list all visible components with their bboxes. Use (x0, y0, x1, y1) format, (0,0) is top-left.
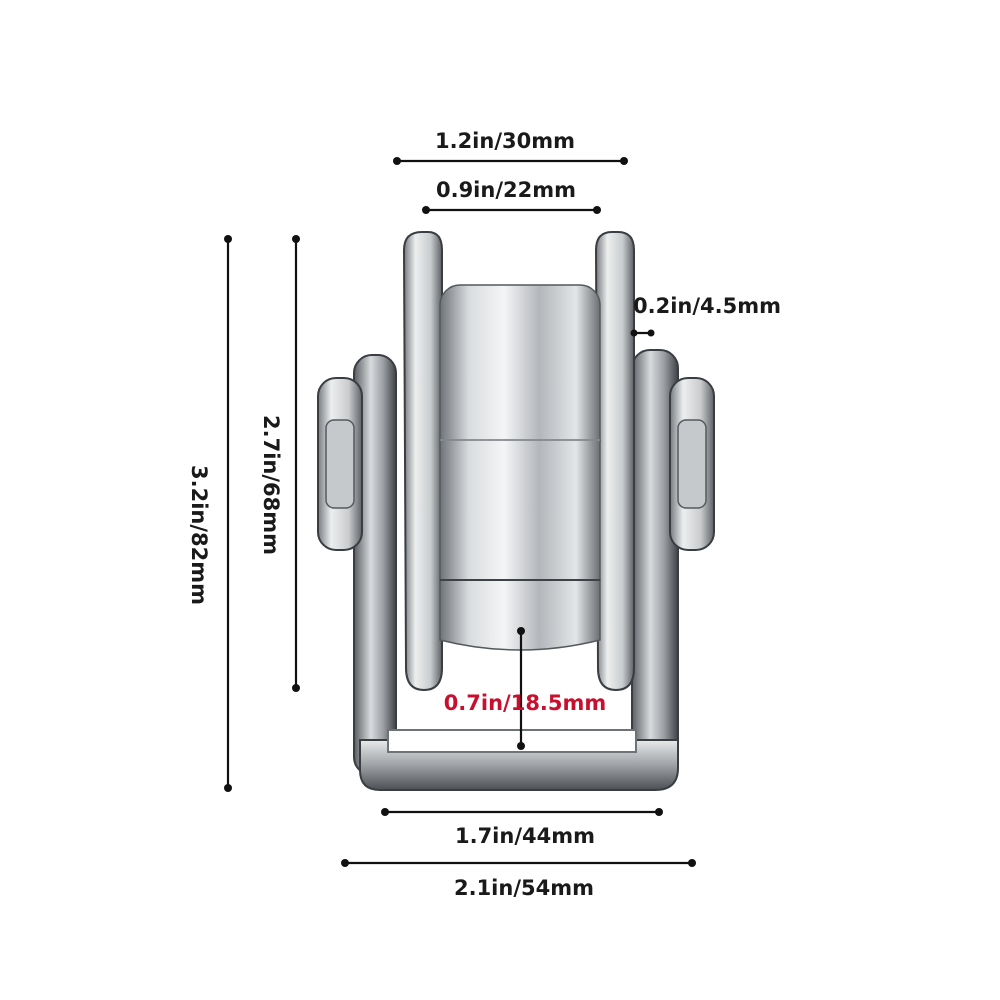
dim-wheel-height (292, 235, 300, 692)
label-inner-width-top: 0.9in/22mm (436, 178, 576, 202)
dim-groove-depth (517, 627, 525, 750)
dim-flange-thickness (630, 329, 655, 337)
dimension-labels: 1.2in/30mm 0.9in/22mm 0.2in/4.5mm 3.2in/… (187, 129, 781, 900)
u-bracket (353, 349, 679, 791)
dim-outer-width-top (393, 157, 628, 165)
label-flange-thickness: 0.2in/4.5mm (633, 294, 781, 318)
axle-cap-left (317, 377, 363, 551)
wheel-flange-right (594, 231, 635, 692)
dim-total-height (224, 235, 232, 792)
label-groove-depth: 0.7in/18.5mm (444, 691, 607, 715)
dim-bracket-outer-width (341, 859, 696, 867)
dim-inner-width-top (422, 206, 601, 214)
label-bracket-outer-width: 2.1in/54mm (454, 876, 594, 900)
wheel-flange-left (402, 231, 443, 692)
label-outer-width-top: 1.2in/30mm (435, 129, 575, 153)
dimension-lines (224, 157, 696, 867)
wheel-groove (439, 284, 601, 651)
label-wheel-height: 2.7in/68mm (259, 415, 283, 555)
pulley-illustration (317, 231, 715, 791)
label-total-height: 3.2in/82mm (187, 465, 211, 605)
dim-bracket-inner-width (381, 808, 663, 816)
label-bracket-inner-width: 1.7in/44mm (455, 824, 595, 848)
axle-cap-right (669, 377, 715, 551)
